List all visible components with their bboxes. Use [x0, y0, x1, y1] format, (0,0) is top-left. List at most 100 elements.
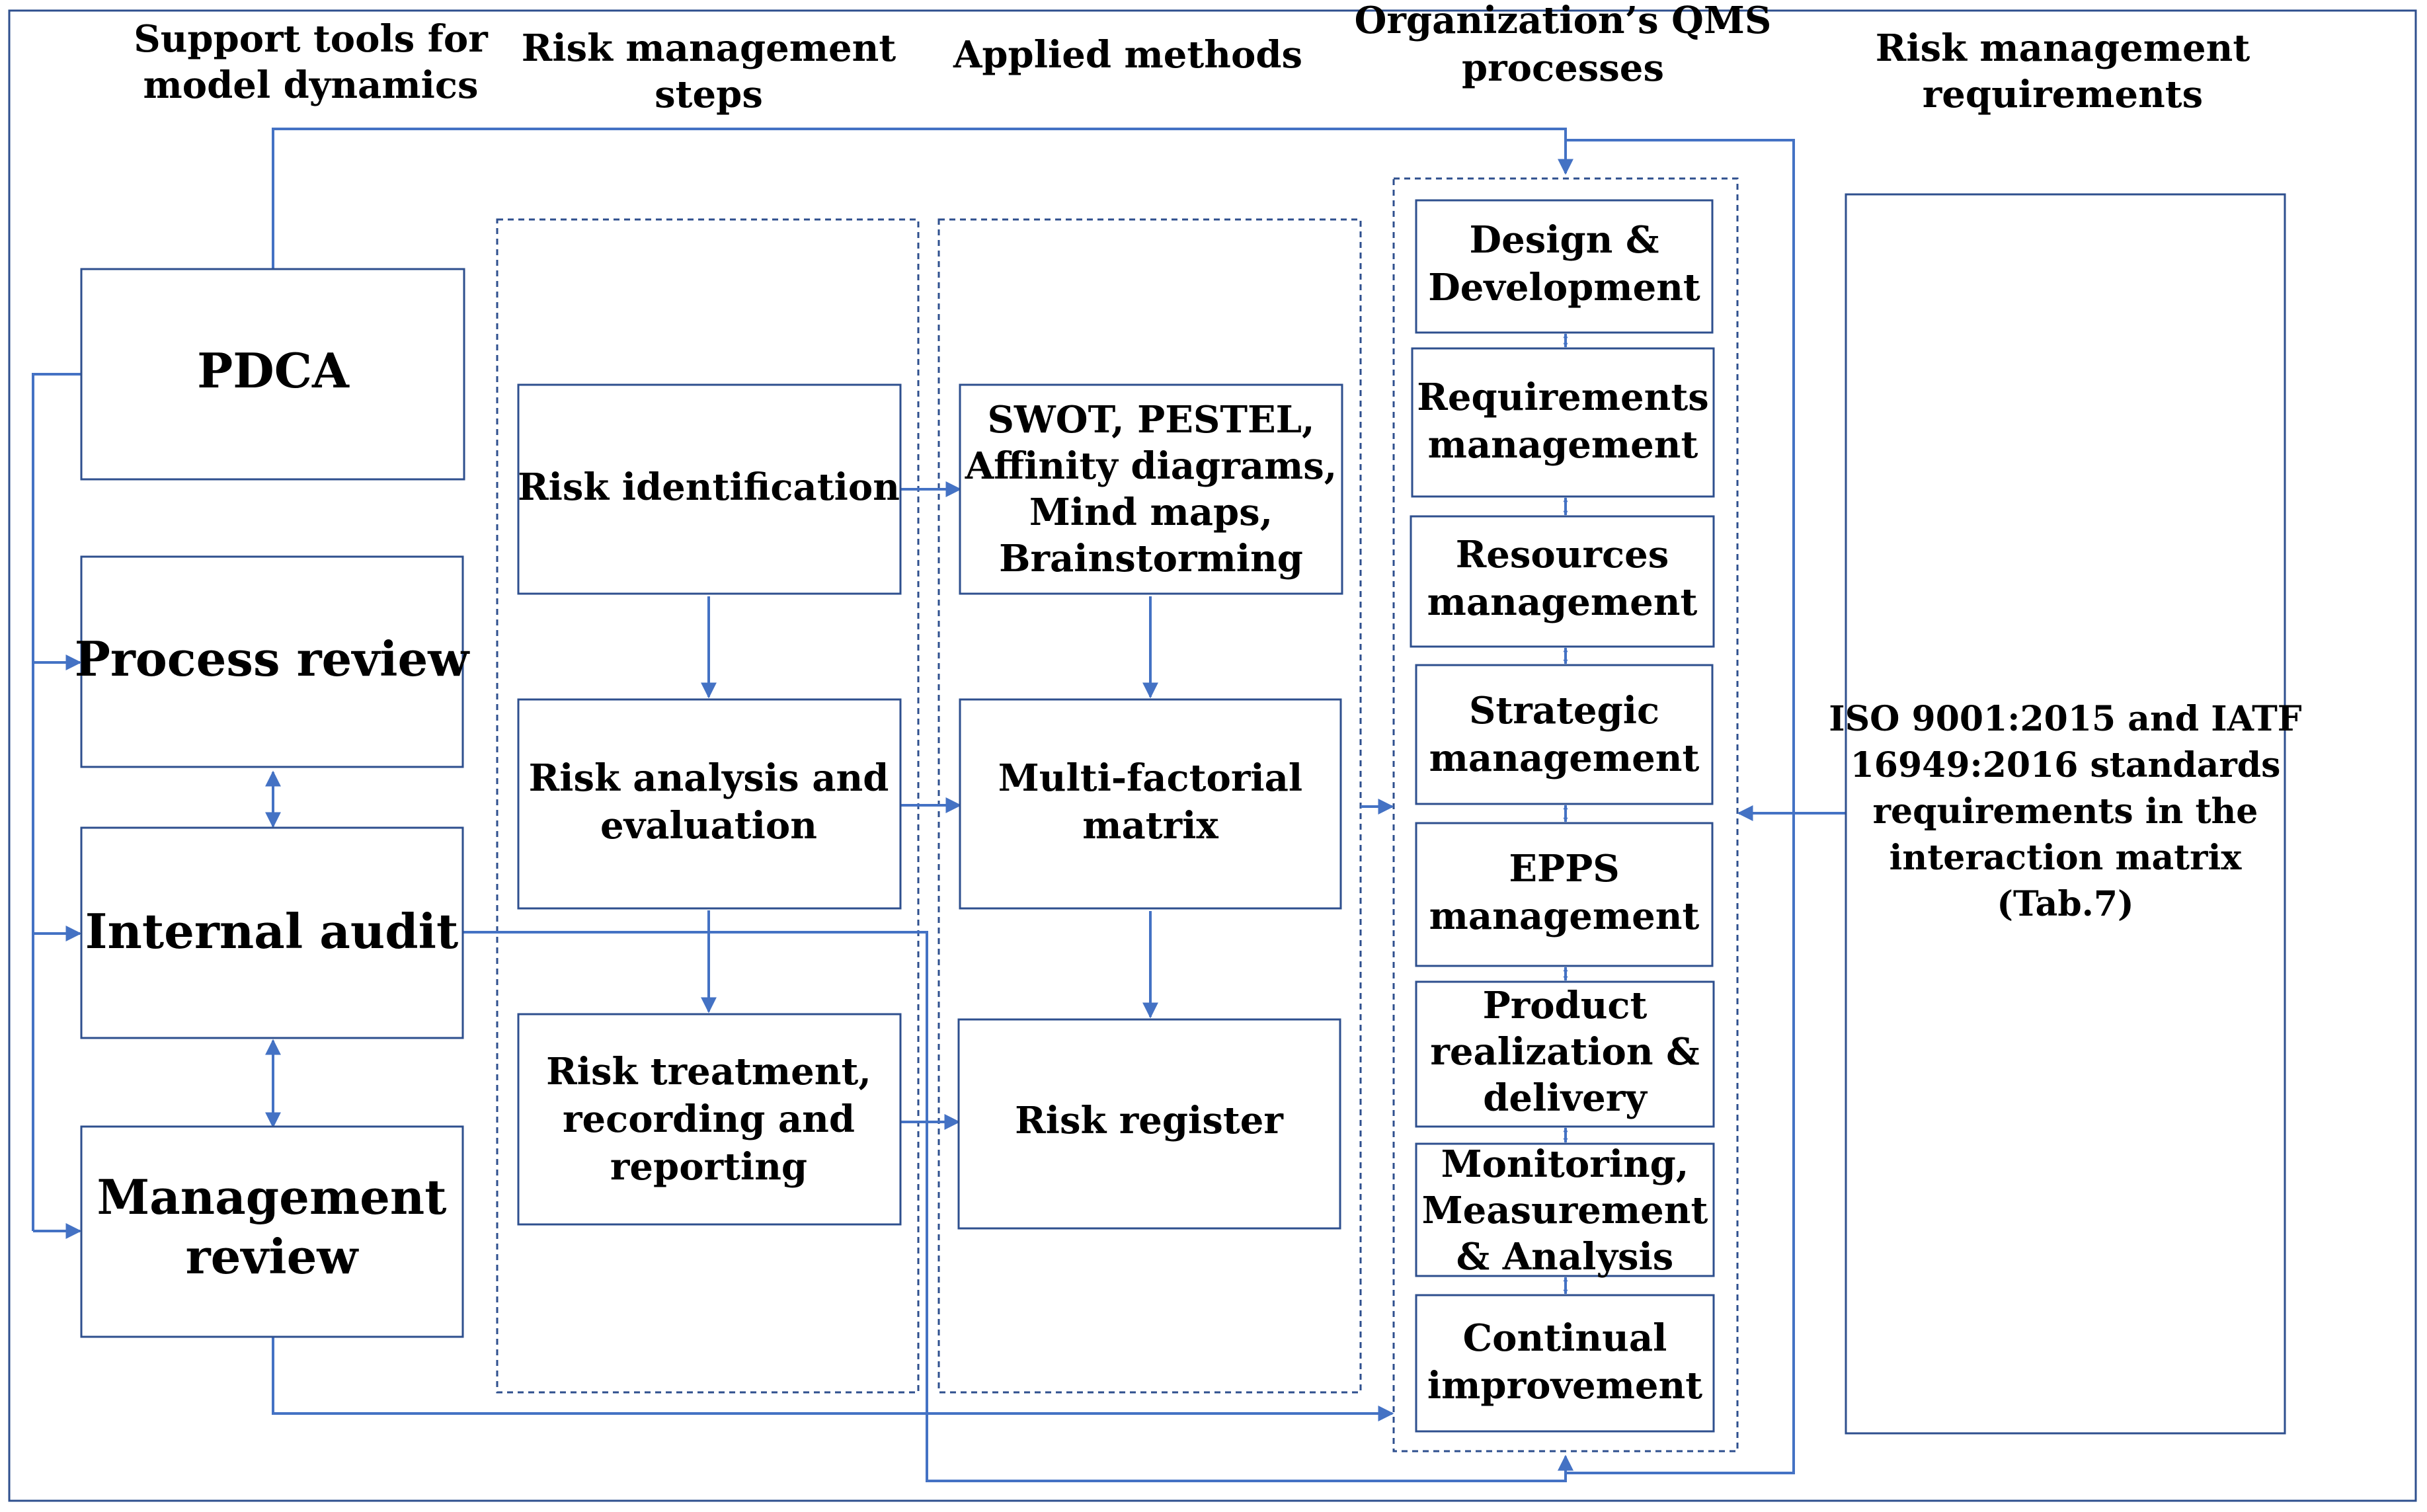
- pdca-left-bracket: [32, 373, 81, 1231]
- process-review-label: Process review: [75, 631, 471, 687]
- text-line: steps: [655, 73, 763, 116]
- internal-audit-label: Internal audit: [85, 903, 458, 959]
- qms-monitoring-box: Monitoring,Measurement& Analysis: [1415, 1142, 1715, 1279]
- text-line: Risk management: [522, 26, 896, 70]
- text-line: Monitoring,: [1441, 1142, 1689, 1186]
- qms-monitoring-label: Monitoring,Measurement& Analysis: [1422, 1142, 1708, 1279]
- text-line: matrix: [1082, 804, 1218, 848]
- text-line: Multi-factorial: [998, 756, 1302, 800]
- qms-design-development-box: Design &Development: [1415, 199, 1714, 334]
- text-line: reporting: [610, 1145, 807, 1189]
- internal-audit-box: Internal audit: [80, 826, 464, 1039]
- text-line: 16949:2016 standards: [1850, 745, 2281, 785]
- text-line: Support tools for: [134, 17, 489, 61]
- iso-requirements-box: ISO 9001:2015 and IATF 16949:2016 standar…: [1829, 193, 2302, 1435]
- text-line: Applied methods: [953, 33, 1302, 77]
- text-line: Internal audit: [85, 903, 458, 959]
- pdca-label: PDCA: [197, 342, 350, 399]
- pdca-box: PDCA: [80, 268, 465, 481]
- text-line: requirements in the: [1873, 791, 2258, 832]
- text-line: requirements: [1923, 73, 2203, 116]
- text-line: realization &: [1430, 1030, 1699, 1074]
- text-line: Risk treatment,: [546, 1050, 871, 1094]
- text-line: Affinity diagrams,: [965, 444, 1337, 488]
- risk-identification-label: Risk identification: [518, 465, 900, 509]
- text-line: Process review: [75, 631, 471, 687]
- text-line: management: [1429, 895, 1700, 938]
- text-line: Design &: [1470, 218, 1659, 262]
- text-line: Strategic: [1469, 689, 1659, 733]
- text-line: evaluation: [600, 804, 817, 848]
- iso-requirements-label: ISO 9001:2015 and IATF 16949:2016 standar…: [1829, 699, 2302, 924]
- header-applied-methods: Applied methods: [953, 33, 1302, 77]
- qms-design-development-label: Design &Development: [1428, 218, 1700, 309]
- text-line: ISO 9001:2015 and IATF: [1829, 699, 2302, 739]
- text-line: Organization’s QMS: [1355, 0, 1772, 42]
- text-line: Brainstorming: [999, 537, 1303, 580]
- pdca-to-qms-connector: [272, 128, 1573, 269]
- identification-methods-box: SWOT, PESTEL,Affinity diagrams,Mind maps…: [959, 383, 1343, 595]
- text-line: recording and: [563, 1097, 855, 1141]
- risk-register-label: Risk register: [1015, 1099, 1284, 1142]
- text-line: management: [1428, 423, 1698, 467]
- risk-identification-box: Risk identification: [517, 383, 902, 595]
- text-line: Development: [1428, 266, 1700, 309]
- connectors: [32, 128, 1846, 1482]
- text-line: management: [1427, 580, 1698, 624]
- text-line: Product: [1483, 984, 1648, 1027]
- identification-methods-label: SWOT, PESTEL,Affinity diagrams,Mind maps…: [965, 398, 1337, 580]
- text-line: (Tab.7): [1997, 884, 2133, 924]
- text-line: Risk identification: [518, 465, 900, 509]
- text-line: PDCA: [197, 342, 350, 399]
- text-line: Mind maps,: [1029, 491, 1273, 534]
- text-line: SWOT, PESTEL,: [987, 398, 1314, 442]
- text-line: Risk management: [1876, 26, 2250, 70]
- text-line: Continual: [1463, 1316, 1667, 1360]
- text-line: & Analysis: [1456, 1235, 1674, 1279]
- text-line: review: [186, 1228, 360, 1285]
- text-line: Requirements: [1417, 376, 1708, 419]
- text-line: interaction matrix: [1890, 838, 2243, 878]
- internal-audit-to-qms-connector: [463, 931, 1573, 1482]
- text-line: EPPS: [1509, 847, 1619, 891]
- risk-register-box: Risk register: [957, 1018, 1341, 1230]
- text-line: Measurement: [1422, 1189, 1708, 1232]
- text-line: model dynamics: [143, 63, 478, 107]
- text-line: Risk analysis and: [529, 756, 889, 800]
- management-review-to-qms-connector: [272, 1337, 1394, 1421]
- process-review-box: Process review: [75, 555, 471, 768]
- text-line: Risk register: [1015, 1099, 1284, 1142]
- text-line: processes: [1462, 46, 1664, 90]
- text-line: Management: [97, 1169, 446, 1225]
- text-line: delivery: [1483, 1076, 1648, 1120]
- text-line: improvement: [1427, 1364, 1702, 1408]
- qms-processes-group: [1392, 177, 1739, 1452]
- text-line: Resources: [1456, 533, 1669, 577]
- text-line: management: [1429, 736, 1700, 780]
